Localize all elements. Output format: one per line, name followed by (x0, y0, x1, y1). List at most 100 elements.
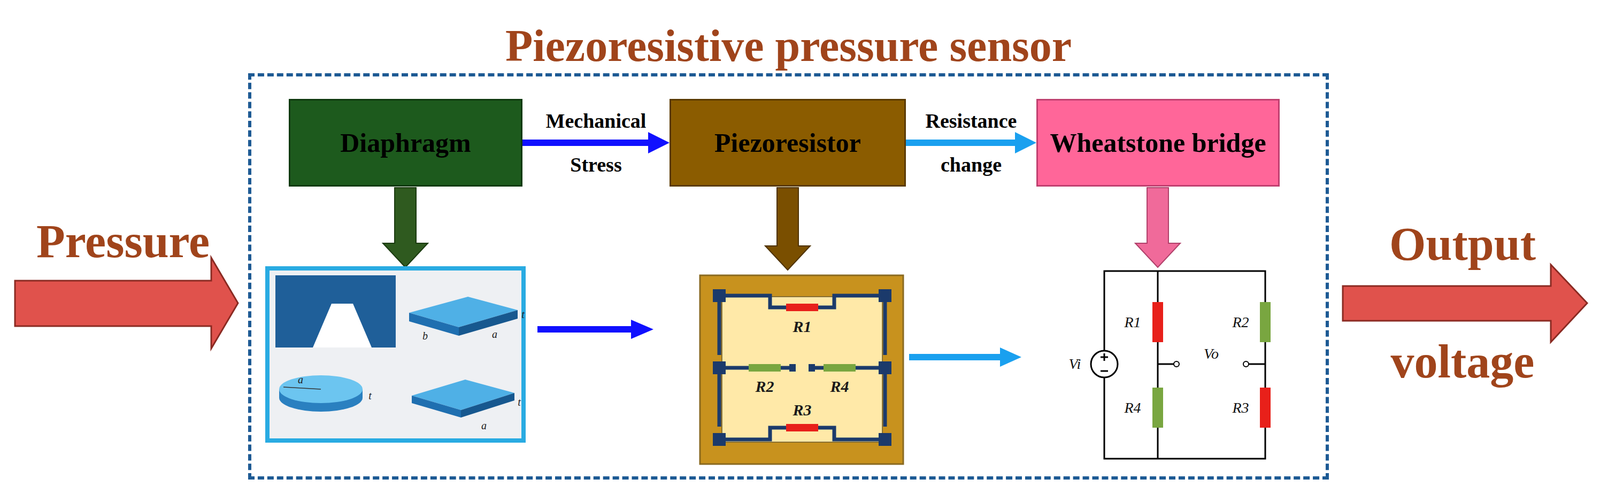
flow-connector (905, 132, 1037, 154)
piezoresistor-chip (823, 364, 856, 372)
down-arrow (765, 187, 811, 271)
bridge-circuit (1173, 361, 1180, 367)
piezoresistor-chip (786, 424, 819, 432)
piezoresistor-chip (786, 303, 819, 312)
connector-line (522, 139, 650, 146)
piezoresistor-chip (721, 296, 883, 443)
piezoresistor-chip (725, 366, 749, 371)
diaphragm-panel (411, 395, 461, 418)
piezoresistor-chip (789, 364, 796, 372)
arrow-head (648, 132, 670, 154)
diaphragm-panel (267, 268, 524, 441)
pressure-arrow (14, 257, 238, 349)
resistor-label: R2 (1232, 314, 1249, 332)
bridge-circuit (1259, 387, 1271, 428)
arrow-head (1014, 132, 1037, 154)
output-label: Output voltage (1389, 185, 1536, 421)
dimension-label: t (368, 389, 372, 402)
box-label: Wheatstone bridge (1049, 128, 1266, 158)
down-arrow (382, 187, 428, 268)
piezoresistor-chip (725, 427, 787, 440)
piezoresistor-chip (712, 289, 726, 303)
output-arrow (1342, 264, 1588, 343)
bridge-circuit (1152, 302, 1164, 343)
resistor-label: R1 (792, 317, 812, 336)
resistor-label: R4 (1124, 400, 1141, 417)
piezoresistor-chip (878, 289, 892, 303)
piezoresistor-chip (818, 295, 879, 308)
flow-arrow (909, 354, 1003, 361)
piezoresistor-chip (712, 361, 726, 375)
piezoresistor-chip (808, 364, 815, 372)
bridge-circuit (1243, 361, 1249, 367)
signal-label: Vi (1068, 356, 1082, 373)
piezoresistor-chip (878, 361, 892, 375)
bridge-circuit (1152, 387, 1164, 428)
piezoresistor-chip (725, 295, 787, 308)
signal-label: Vo (1203, 345, 1219, 363)
sensor-frame: Piezoresistive pressure sensorDiaphragmP… (248, 73, 1329, 480)
bridge-circuit (1104, 271, 1266, 459)
resistor-label: R2 (755, 377, 774, 396)
diaphragm-panel (312, 303, 372, 348)
bridge-circuit (1090, 271, 1271, 459)
box-label: Diaphragm (340, 128, 471, 158)
diaphragm-panel (460, 393, 515, 418)
dimension-label: t (521, 308, 525, 321)
diaphragm-panel (458, 310, 518, 336)
process-box: Wheatstone bridge (1036, 98, 1280, 187)
dimension-label: b (422, 329, 428, 342)
piezoresistor-chip (780, 366, 791, 371)
flow-connector (522, 132, 670, 154)
output-arrow (1342, 264, 1588, 343)
edge-label: Mechanical Stress (545, 98, 647, 187)
flow-arrow (537, 326, 634, 333)
piezoresistor-chip (717, 374, 722, 427)
pressure-arrow (14, 257, 238, 349)
piezoresistor-chip (712, 289, 892, 446)
piezoresistor-chip (719, 295, 886, 440)
resistor-label: R4 (829, 377, 849, 396)
piezoresistor-chip (855, 366, 879, 371)
piezoresistor-chip (878, 433, 892, 446)
connector-line (905, 139, 1017, 146)
diagram-title: Piezoresistive pressure sensor (492, 21, 1085, 71)
bridge-circuit (1248, 363, 1266, 366)
dimension-label: a (297, 373, 304, 386)
bridge-circuit (1259, 302, 1271, 343)
dimension-label: a (491, 328, 498, 341)
piezoresistor-chip (883, 374, 888, 427)
piezoresistor-chip (818, 427, 879, 440)
dimension-label: t (517, 396, 521, 409)
flow-arrow (631, 319, 654, 340)
process-box: Diaphragm (288, 98, 523, 187)
piezoresistor-chip (700, 275, 904, 465)
resistor-label: R1 (1124, 314, 1141, 332)
resistor-label: R3 (1232, 400, 1249, 417)
piezoresistor-chip (883, 302, 888, 356)
piezoresistor-chip (700, 275, 904, 465)
down-arrow (1135, 187, 1181, 268)
dimension-label: a (481, 419, 487, 432)
diaphragm-panel (279, 375, 363, 404)
piezoresistor-chip (717, 302, 722, 356)
piezoresistor-chip (748, 364, 781, 372)
resistor-label: R3 (792, 401, 812, 419)
bridge-circuit (1090, 350, 1118, 378)
flow-arrow (1000, 347, 1022, 367)
input-label: Pressure (36, 216, 210, 268)
bridge-circuit (1104, 271, 1266, 459)
bridge-circuit (1100, 353, 1109, 372)
diaphragm-panel (275, 275, 396, 348)
piezoresistor-chip (813, 366, 824, 371)
bridge-circuit (1157, 363, 1174, 366)
diaphragm-panel (267, 268, 524, 441)
box-label: Piezoresistor (714, 128, 861, 158)
edge-label: Resistance change (925, 98, 1018, 187)
diaphragm-panel (409, 312, 459, 336)
piezoresistor-chip (712, 433, 726, 446)
down-arrow (382, 187, 1181, 271)
diaphragm-panel (283, 387, 321, 390)
process-box: Piezoresistor (669, 98, 906, 187)
